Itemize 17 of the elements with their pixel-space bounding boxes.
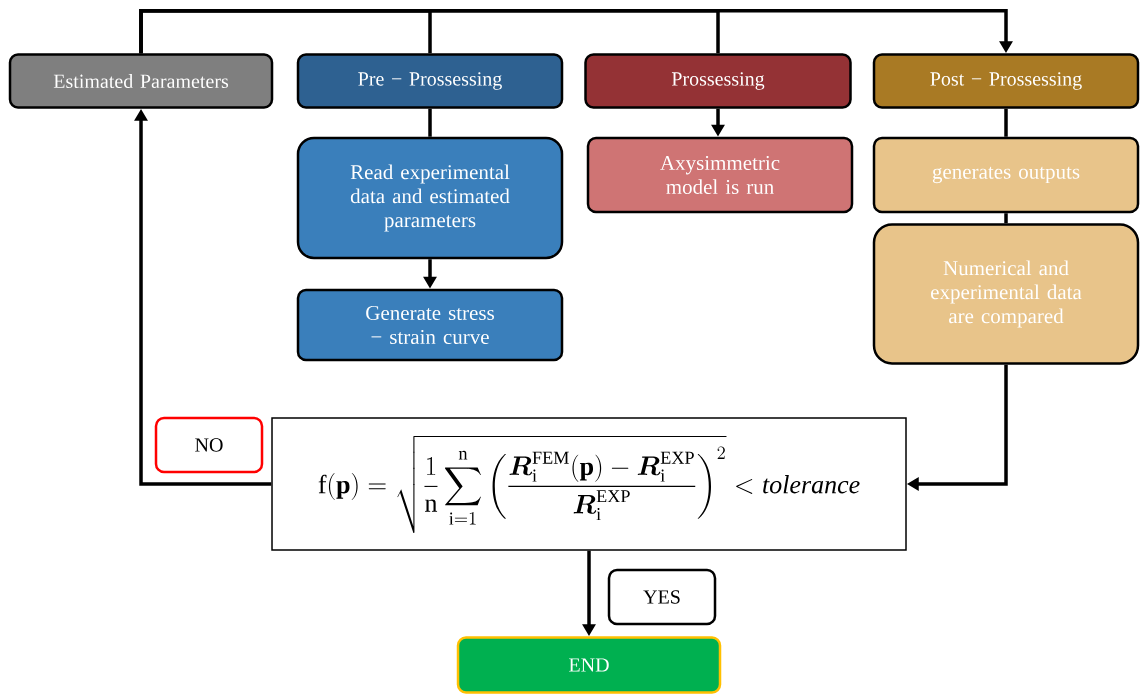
process-box: Axysimmetric model is run <box>586 136 854 214</box>
connector-line <box>428 108 432 137</box>
process-box: Post − Prossessing <box>872 53 1140 109</box>
connector-line <box>1004 108 1008 137</box>
process-box: Pre − Prossessing <box>296 53 564 109</box>
process-box: Numerical and experimental data are compared <box>872 223 1140 365</box>
connector-line <box>1004 213 1008 224</box>
process-box: Estimated Parameters <box>8 53 274 109</box>
formula-box: $\mathrm{f}(\mathbf{p}) = \sqrt{\frac{1}{\mathrm{n}}\sum_{\mathrm{i}=1}^{\mathrm{n}}\left(\frac{\boldsymbol{R}_{\mathrm{i}}^{\mathrm{FEM}}(\mathbf{p}) - \boldsymbol{R}_{\mathrm{i}}^{\mathrm{EXP}}}{\boldsymbol{R}_{\mathrm{i}}^{\mathrm{EXP}}}\right)^{2}} < \mathit{tolerance}$ <box>271 417 907 551</box>
arrow <box>139 9 1013 54</box>
edge-label: NO <box>154 416 264 474</box>
end-box: END <box>456 636 722 694</box>
process-box: generates outputs <box>872 136 1140 214</box>
edge-label: YES <box>607 568 717 626</box>
process-box: Prossessing <box>584 53 852 109</box>
process-box: Read experimental data and estimated parameters <box>296 136 564 260</box>
process-box: Generate stress − strain curve <box>296 288 564 362</box>
